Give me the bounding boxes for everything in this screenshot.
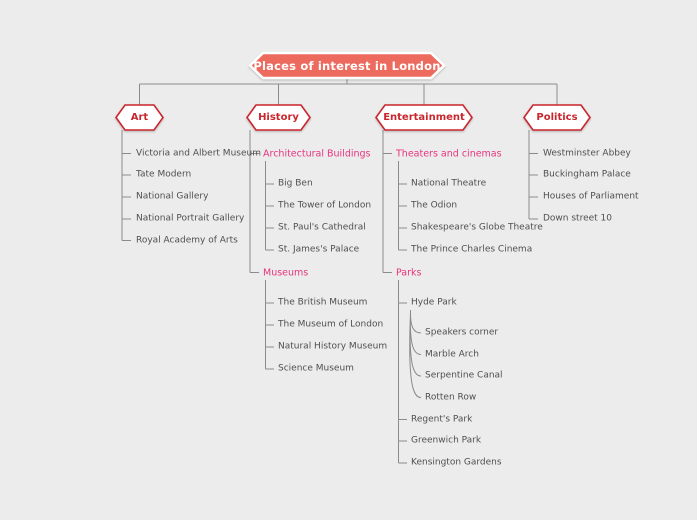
hyde-park-child[interactable]: Speakers corner — [425, 327, 499, 338]
park-item[interactable]: Kensington Gardens — [411, 457, 502, 468]
branch-node-shape-history[interactable] — [246, 104, 311, 131]
branch-node-shape-politics[interactable] — [523, 104, 591, 131]
museum-item[interactable]: Natural History Museum — [278, 341, 388, 352]
park-item[interactable]: Regent's Park — [411, 414, 473, 424]
architectural-item[interactable]: St. James's Palace — [278, 244, 360, 255]
hyde-park-child[interactable]: Marble Arch — [425, 349, 479, 359]
architectural-item[interactable]: Big Ben — [278, 178, 313, 189]
history-spine — [249, 130, 259, 273]
theater-item[interactable]: Shakespeare's Globe Theatre — [411, 222, 543, 233]
museum-item[interactable]: The Museum of London — [278, 319, 384, 330]
branch-label-art[interactable]: Art — [130, 112, 149, 123]
politics-item[interactable]: Houses of Parliament — [543, 191, 639, 202]
theater-item[interactable]: The Prince Charles Cinema — [411, 244, 533, 255]
politics-spine — [528, 130, 538, 220]
theater-item[interactable]: National Theatre — [411, 178, 487, 189]
museum-item[interactable]: Science Museum — [278, 363, 354, 374]
root-node-label[interactable]: Places of interest in London — [253, 58, 441, 73]
hyde-park-child[interactable]: Serpentine Canal — [425, 370, 503, 381]
art-item[interactable]: Victoria and Albert Museum — [136, 148, 261, 158]
hyde-park-child[interactable]: Rotten Row — [425, 392, 477, 402]
history-group-architectural-buildings[interactable]: Architectural Buildings — [263, 147, 371, 159]
art-item[interactable]: Tate Modern — [136, 169, 192, 180]
entertainment-group-parks[interactable]: Parks — [396, 266, 422, 278]
museum-item[interactable]: The British Museum — [278, 297, 368, 308]
art-spine — [121, 130, 131, 241]
entertainment-group-theaters[interactable]: Theaters and cinemas — [396, 147, 502, 159]
politics-item[interactable]: Westminster Abbey — [543, 148, 631, 158]
architectural-item[interactable]: The Tower of London — [278, 200, 372, 211]
history-group-museums[interactable]: Museums — [263, 266, 309, 278]
art-item[interactable]: Royal Academy of Arts — [136, 235, 238, 245]
theaters-spine — [398, 161, 407, 251]
branch-node-shape-entertainment[interactable] — [375, 104, 473, 131]
hyde-park-curve-connectors — [409, 312, 422, 398]
entertainment-spine — [382, 130, 392, 273]
park-item[interactable]: Greenwich Park — [411, 435, 482, 446]
architectural-buildings-spine — [265, 161, 274, 251]
branch-label-entertainment[interactable]: Entertainment — [383, 112, 465, 123]
parks-spine — [398, 280, 407, 464]
art-item[interactable]: National Portrait Gallery — [136, 213, 245, 224]
politics-item[interactable]: Down street 10 — [543, 213, 612, 224]
art-item[interactable]: National Gallery — [136, 191, 209, 202]
museums-spine — [265, 280, 274, 370]
branch-drop-connectors — [139, 84, 558, 105]
branch-label-politics[interactable]: Politics — [536, 112, 578, 123]
park-item[interactable]: Hyde Park — [411, 297, 457, 308]
theater-item[interactable]: The Odion — [411, 200, 458, 211]
branch-node-shape-art[interactable] — [115, 104, 164, 131]
architectural-item[interactable]: St. Paul's Cathedral — [278, 222, 366, 233]
connector-lines — [121, 78, 558, 464]
root-node-shape[interactable] — [248, 51, 446, 80]
politics-item[interactable]: Buckingham Palace — [543, 169, 631, 180]
branch-label-history[interactable]: History — [258, 112, 299, 123]
